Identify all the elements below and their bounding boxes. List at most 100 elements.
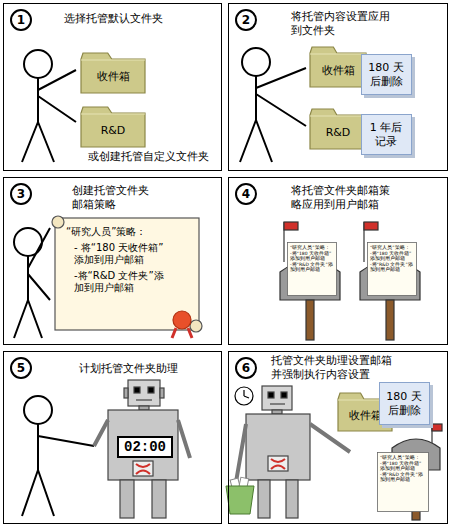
panel-title: 将托管文件夹邮箱策略应用到用户邮箱 [291, 184, 395, 212]
comic-panel: 将托管文件夹邮箱策略应用到用户邮箱4“研究人员”策略：-将“180 天收件箱”添… [228, 177, 448, 345]
shape-part [310, 109, 366, 149]
folder-icon: 收件箱 [309, 46, 367, 88]
node-text: “研究人员”策略： [370, 245, 414, 250]
node-text: 1 年后记录 [368, 121, 404, 149]
clock-icon [244, 390, 249, 398]
trash-bucket [226, 486, 254, 514]
node-text: -将“R&D 文件夹”添加到用户邮箱 [66, 270, 170, 294]
node-text: -将“180 天收件箱”添加到用户邮箱 [380, 461, 426, 472]
robot [236, 424, 350, 482]
clock-icon [235, 387, 253, 405]
robot [120, 480, 134, 518]
shape-part [173, 311, 191, 329]
step-number: 2 [235, 9, 257, 31]
callout-number: 3 [17, 187, 25, 201]
robot [136, 399, 152, 400]
robot [268, 456, 288, 471]
step-number: 4 [235, 183, 257, 205]
shape-part [81, 114, 145, 115]
robot [271, 459, 285, 469]
callout-number: 1 [17, 13, 25, 27]
shape-part [11, 10, 31, 30]
comic-panel: 创建托管文件夹邮箱策略 3 “研究人员”策略： - 将“180 天收件箱”添加到用户邮… [3, 177, 222, 345]
shape-part [11, 358, 31, 378]
shape-part [190, 320, 202, 332]
robot [286, 480, 298, 518]
stick-figure [242, 48, 270, 76]
clock-icon [235, 387, 253, 405]
node-text: “研究人员”策略： [290, 245, 334, 250]
node-text: 180 天后删除 [386, 390, 422, 418]
node-text: 收件箱 [322, 64, 355, 77]
robot [94, 380, 350, 518]
shape-part [310, 54, 366, 55]
step-number: 1 [10, 9, 32, 31]
shape-part [310, 116, 366, 117]
step-number: 6 [235, 357, 257, 379]
note-text: 或创建托管自定义文件夹 [88, 150, 209, 164]
panel-title: 选择托管默认文件夹 [64, 12, 204, 26]
shape-part [236, 358, 256, 378]
robot [139, 406, 149, 410]
shape-part [362, 115, 412, 155]
node-text: -将“R&D 文件夹”添加到用户邮箱 [370, 262, 414, 273]
shape-part [55, 218, 199, 330]
folder-icon: R&D [80, 106, 146, 148]
panel-title: 计划托管文件夹助理 [79, 362, 209, 376]
mailbox [386, 300, 394, 340]
node-text: -将“180 天收件箱”添加到用户邮箱 [370, 251, 414, 262]
shape-part [52, 216, 64, 228]
robot [258, 480, 270, 518]
node-text: “研究人员”策略： [380, 455, 426, 460]
robot [108, 410, 178, 480]
panel-title: 创建托管文件夹邮箱策略 [72, 184, 154, 212]
comic-panel: 托管文件夹助理设置邮箱并强制执行内容设置6收件箱180 天后删除“研究人员”策略… [228, 351, 448, 524]
panel-title: 将托管内容设置应用到文件夹 [291, 10, 395, 38]
robot [272, 410, 282, 414]
robot [148, 387, 154, 393]
robot [128, 380, 160, 406]
shape-part [81, 107, 145, 147]
shape-part [362, 55, 412, 95]
node-text: R&D [101, 124, 126, 137]
panel-title: 托管文件夹助理设置邮箱并强制执行内容设置 [271, 354, 401, 382]
mailbox [432, 424, 442, 431]
folder-icon: R&D [309, 108, 367, 150]
node-text: -将“180 天收件箱”添加到用户邮箱 [290, 251, 334, 262]
clock-display: 02:00 [117, 436, 173, 458]
shape-part [236, 184, 256, 204]
shape-part [236, 10, 256, 30]
callout-number: 2 [242, 13, 250, 27]
stick-figure [22, 424, 94, 516]
robot [124, 388, 128, 398]
shape-part [81, 60, 145, 61]
robot [246, 414, 310, 480]
shape-part [378, 453, 429, 512]
shape-part [11, 184, 31, 204]
node-text: - 将“180 天收件箱”添加到用户邮箱 [66, 242, 170, 266]
shape-part [81, 53, 145, 93]
stick-figure [24, 50, 52, 78]
callout-number: 4 [242, 187, 250, 201]
mailbox [284, 222, 298, 230]
rule-tag: 180 天后删除 [379, 382, 433, 428]
node-text: 180 天后删除 [368, 61, 404, 89]
comic-panel: 将托管内容设置应用到文件夹 2 收件箱 R&D180 天后删除 1 年后记录 [228, 3, 448, 171]
policy-paper: “研究人员”策略：-将“180 天收件箱”添加到用户邮箱-将“R&D 文件夹”添… [287, 242, 337, 296]
mailbox [364, 222, 378, 230]
mailbox [306, 300, 314, 340]
robot [136, 464, 150, 474]
step-number: 3 [10, 183, 32, 205]
robot [281, 392, 287, 398]
robot [262, 386, 292, 410]
policy-paper: “研究人员”策略：-将“180 天收件箱”添加到用户邮箱-将“R&D 文件夹”添… [377, 452, 429, 512]
stick-figure [240, 68, 306, 162]
comic-panel: 计划托管文件夹助理502:00 [3, 351, 222, 524]
shape-part [288, 243, 337, 296]
rule-tag: 180 天后删除 [361, 54, 415, 98]
robot [134, 387, 140, 393]
shape-part [368, 243, 417, 296]
robot [94, 420, 190, 458]
node-text: “研究人员”策略： [66, 226, 194, 238]
